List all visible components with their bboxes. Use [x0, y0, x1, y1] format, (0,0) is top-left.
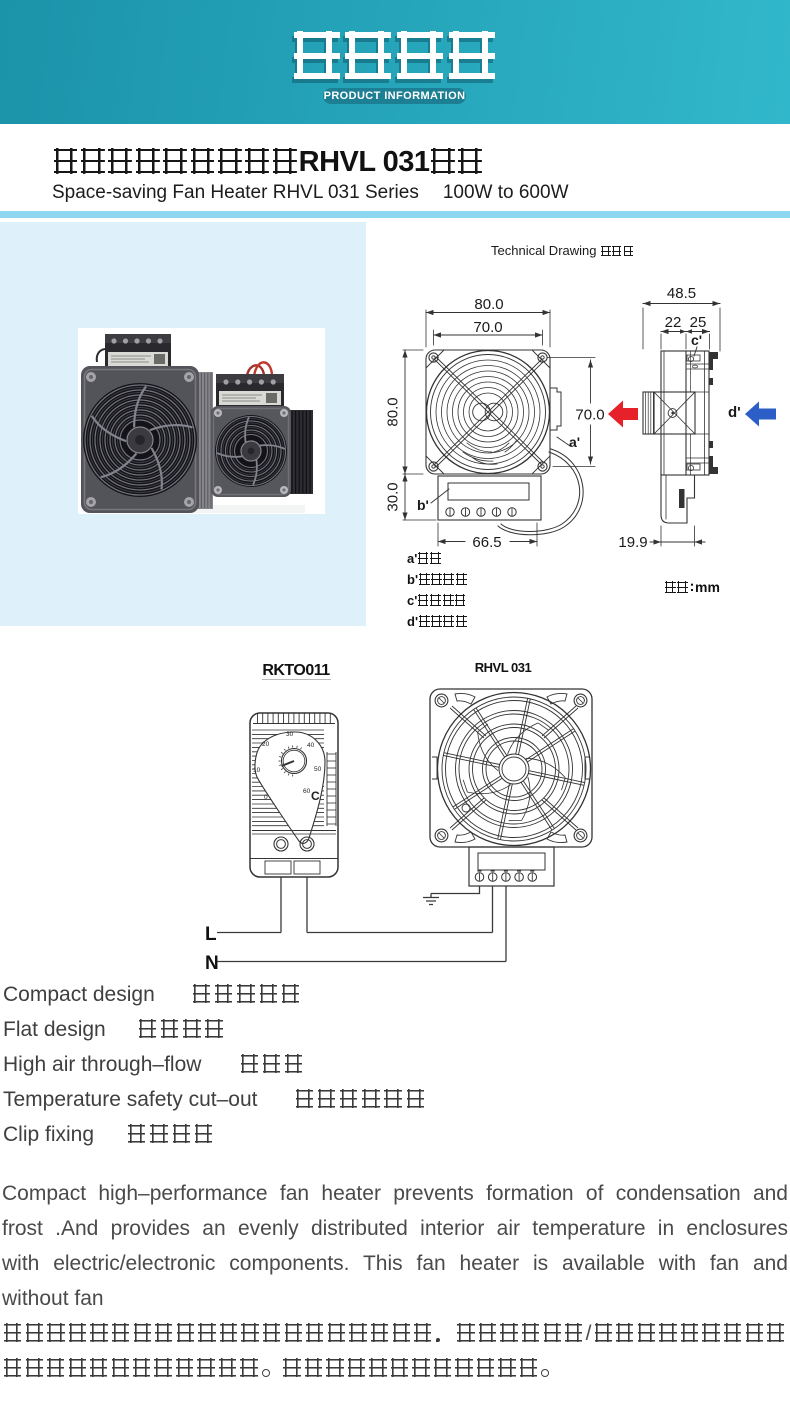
svg-text:25: 25 [690, 314, 707, 331]
svg-text:a': a' [569, 434, 580, 450]
svg-text:60: 60 [303, 788, 311, 795]
svg-text:22: 22 [665, 314, 682, 331]
svg-text:d': d' [728, 404, 741, 421]
svg-text:0: 0 [264, 794, 268, 801]
svg-text:80.0: 80.0 [385, 397, 402, 426]
svg-text:66.5: 66.5 [472, 534, 501, 551]
svg-text:80.0: 80.0 [474, 296, 503, 313]
svg-text:19.9: 19.9 [618, 534, 647, 551]
svg-text:30: 30 [286, 731, 294, 738]
svg-text:70.0: 70.0 [575, 407, 604, 424]
svg-text:L: L [205, 924, 217, 945]
svg-text:RHVL 031: RHVL 031 [475, 660, 532, 675]
svg-text:C: C [311, 789, 320, 803]
svg-text:50: 50 [314, 766, 322, 773]
svg-text:RKTO011: RKTO011 [262, 662, 330, 679]
svg-text:N: N [205, 953, 219, 974]
svg-text:30.0: 30.0 [385, 482, 402, 511]
svg-text:c': c' [691, 332, 702, 348]
svg-text:10: 10 [253, 767, 261, 774]
svg-text:b': b' [417, 497, 429, 513]
svg-text:70.0: 70.0 [473, 319, 502, 336]
svg-text:48.5: 48.5 [667, 285, 696, 302]
svg-text:20: 20 [262, 741, 270, 748]
svg-text:40: 40 [307, 742, 315, 749]
